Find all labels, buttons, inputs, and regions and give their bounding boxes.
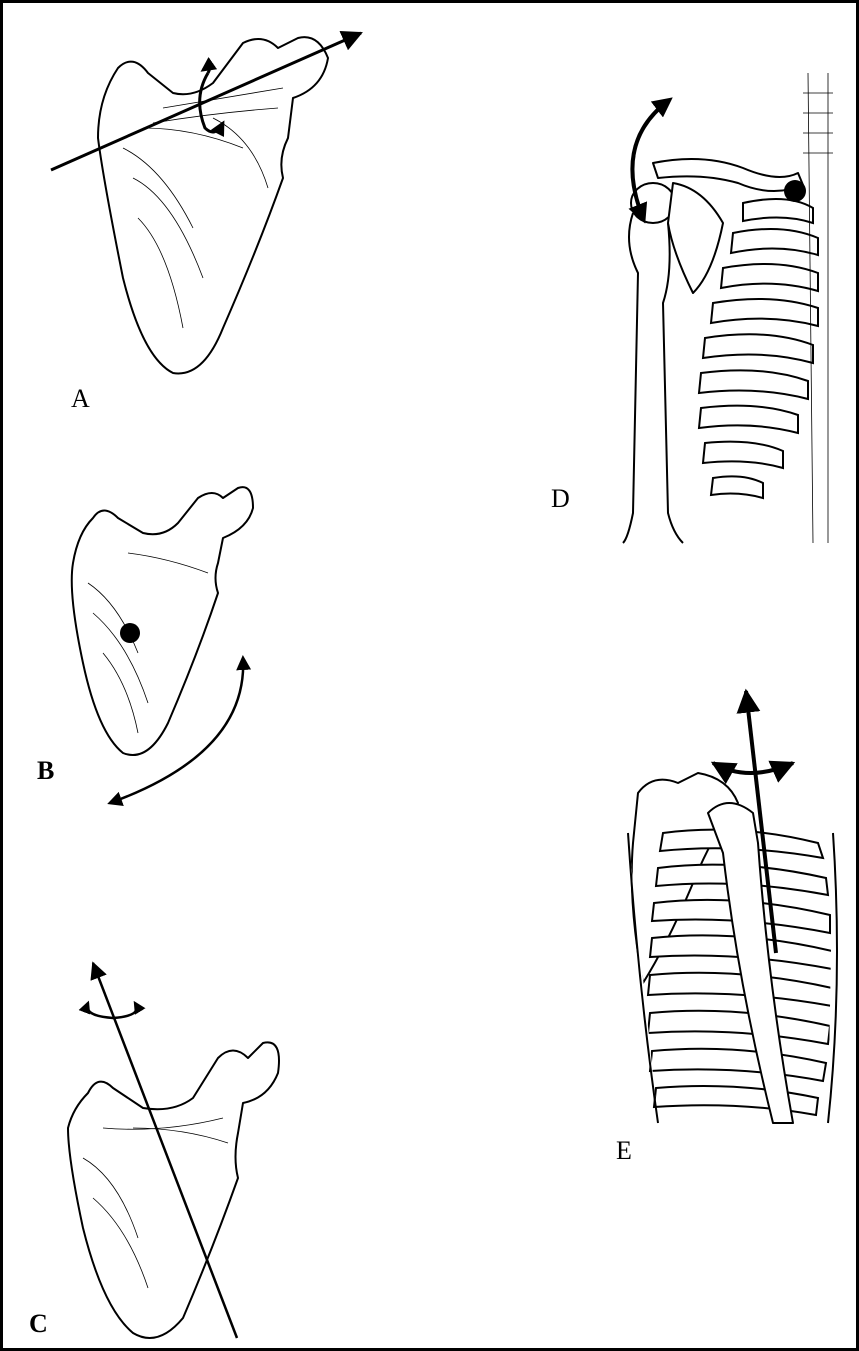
- panel-b-scapula: [58, 483, 288, 813]
- sternoclavicular-pivot-icon: [784, 180, 806, 202]
- pivot-dot-icon: [120, 623, 140, 643]
- label-e: E: [616, 1138, 632, 1164]
- label-c: C: [29, 1311, 48, 1337]
- label-d: D: [551, 486, 570, 512]
- label-b: B: [37, 758, 54, 784]
- panel-d-shoulder: [613, 73, 838, 543]
- panel-a-scapula: [43, 28, 383, 388]
- panel-e-thorax: [618, 683, 843, 1123]
- panel-c-scapula: [43, 958, 303, 1338]
- label-a: A: [71, 386, 90, 412]
